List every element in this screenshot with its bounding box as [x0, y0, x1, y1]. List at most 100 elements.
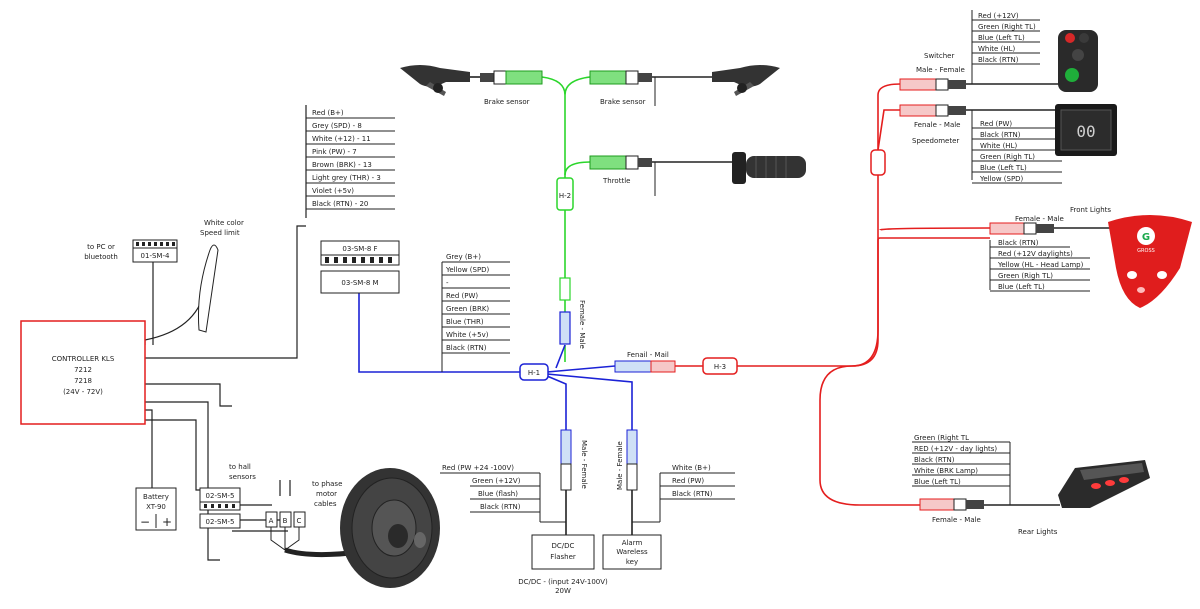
h1-wire-labels: Grey (B+) Yellow (SPD) - Red (PW) Green … [445, 253, 490, 352]
brake-left-label: Brake sensor [484, 98, 530, 106]
front-wire-2: Yellow (HL - Head Lamp) [997, 261, 1084, 269]
throttle-label: Throttle [602, 177, 630, 185]
brake-right-plug: Brake sensor [589, 70, 712, 106]
rear-female-male-label: Female - Male [932, 516, 981, 524]
dcdc-wire-list [440, 472, 566, 523]
h1-wire-7: Black (RTN) [446, 344, 487, 352]
dcdc-box-line-1: Flasher [550, 553, 576, 561]
h3-fenail-mail-label: Fenail - Mail [627, 351, 669, 359]
dcdc-plug: Male - Female [560, 429, 588, 535]
speedometer-wire-labels: Red (PW) Black (RTN) White (HL) Green (R… [979, 120, 1035, 183]
rear-lights-icon [1058, 460, 1150, 508]
alarm-male-female-label: Male - Female [616, 441, 624, 490]
h1-wire-0: Grey (B+) [446, 253, 481, 261]
battery-label-1: XT-90 [146, 503, 166, 511]
front-logo: GROSS [1137, 248, 1155, 254]
speedometer-display-icon: 00 [1055, 104, 1117, 156]
battery-minus: − [140, 515, 150, 529]
switcher-wire-3: White (HL) [978, 45, 1015, 53]
speedometer-label: Speedometer [912, 137, 959, 145]
ctrl-wire-7: Black (RTN) - 20 [312, 200, 368, 208]
dcdc-wire-3: Black (RTN) [480, 503, 521, 511]
alarm-wire-2: Black (RTN) [672, 490, 713, 498]
speedo-wire-1: Black (RTN) [980, 131, 1021, 139]
switcher-icon [1058, 30, 1098, 92]
controller-model-0: 7212 [74, 366, 92, 374]
controller-model-1: 7218 [74, 377, 92, 385]
speedo-wire-3: Green (Righ TL) [980, 153, 1035, 161]
hall-label-1: sensors [229, 473, 256, 481]
dcdc-caption-1: 20W [555, 587, 571, 595]
h1-wire-3: Red (PW) [446, 292, 478, 300]
pc-label-0: to PC or [87, 243, 115, 251]
switcher-male-female-label: Male - Female [916, 66, 965, 74]
ctrl-wire-1: Grey (SPD) - 8 [312, 122, 362, 130]
dcdc-wire-1: Green (+12V) [472, 477, 521, 485]
front-wire-list [990, 246, 1090, 292]
controller-wire-list [306, 117, 395, 210]
dcdc-wire-0: Red (PW +24 -100V) [442, 464, 514, 472]
speedo-wire-5: Yellow (SPD) [979, 175, 1024, 183]
speed-limit-label-1: Speed limit [200, 229, 240, 237]
h1-connector: H-1 [519, 363, 549, 381]
hall-label-0: to hall [229, 463, 251, 471]
brake-lever-right-icon [712, 65, 780, 96]
switcher-wire-4: Black (RTN) [978, 56, 1019, 64]
dcdc-wire-labels: Red (PW +24 -100V) Green (+12V) Blue (fl… [442, 464, 521, 511]
front-wire-labels: Black (RTN) Red (+12V daylights) Yellow … [997, 239, 1084, 291]
sm5b-label: 02-SM-5 [206, 518, 235, 526]
speedo-wire-2: White (HL) [980, 142, 1017, 150]
h1-label: H-1 [528, 369, 540, 377]
green-harness [541, 76, 591, 362]
phase-connector: A B C to phase motor cables [265, 480, 342, 551]
alarm-wire-list [632, 472, 735, 523]
alarm-plug: Male - Female [616, 429, 638, 535]
h1-wire-5: Blue (THR) [446, 318, 484, 326]
hub-motor-icon [340, 468, 440, 588]
blue-harness [358, 293, 633, 430]
pc-label-1: bluetooth [84, 253, 118, 261]
h2-label: H-2 [559, 192, 571, 200]
alarm-wire-1: Red (PW) [672, 477, 704, 485]
front-lights-label: Front Lights [1070, 206, 1111, 214]
phase-label-2: cables [314, 500, 337, 508]
dcdc-caption-0: DC/DC - (input 24V-100V) [518, 578, 608, 586]
switcher-wire-labels: Red (+12V) Green (Right TL) Blue (Left T… [978, 12, 1036, 64]
h3-connector: H-3 [650, 357, 738, 375]
h1-wire-1: Yellow (SPD) [445, 266, 490, 274]
switcher-wire-list [972, 19, 1040, 65]
front-wire-0: Black (RTN) [998, 239, 1039, 247]
throttle-plug: Throttle [589, 155, 735, 196]
phase-c: C [297, 517, 302, 525]
speedo-wire-4: Blue (Left TL) [980, 164, 1027, 172]
dcdc-flasher-box: DC/DC Flasher DC/DC - (input 24V-100V) 2… [518, 534, 608, 595]
ctrl-wire-5: Light grey (THR) - 3 [312, 174, 381, 182]
phase-label-0: to phase [312, 480, 342, 488]
h2-female-male-label: Female - Male [578, 300, 586, 349]
speed-limit-wire-icon [197, 244, 219, 333]
speedometer-plug: Fenale - Male Speedometer [899, 104, 1055, 180]
speedometer-female-male-label: Fenale - Male [914, 121, 960, 129]
controller-box: CONTROLLER KLS 7212 7218 (24V - 72V) [20, 320, 146, 425]
front-lights-icon: G GROSS [1108, 215, 1192, 308]
alarm-wire-0: White (B+) [672, 464, 711, 472]
rear-wire-3: White (BRK Lamp) [914, 467, 978, 475]
switcher-wire-0: Red (+12V) [978, 12, 1019, 20]
phase-label-1: motor [316, 490, 337, 498]
h2-connector: H-2 [556, 177, 574, 211]
sm5-connectors: 02-SM-5 02-SM-5 to hall sensors [199, 463, 256, 529]
front-lights-wire [879, 227, 991, 231]
dcdc-wire-2: Blue (flash) [478, 490, 518, 498]
battery-box: Battery XT-90 − + [135, 487, 177, 531]
rear-wire-0: Green (Right TL [914, 434, 969, 442]
sm8f-label: 03-SM-8 F [342, 245, 377, 253]
switcher-plug: Male - Female Switcher [899, 10, 1060, 91]
rear-wire-1: RED (+12V - day lights) [914, 445, 997, 453]
h1-wire-2: - [446, 279, 449, 287]
front-wire-4: Blue (Left TL) [998, 283, 1045, 291]
rear-wire-labels: Green (Right TL RED (+12V - day lights) … [914, 434, 997, 486]
h1-wire-6: White (+5v) [446, 331, 489, 339]
sm4-connector: 01-SM-4 to PC or bluetooth [84, 239, 178, 263]
alarm-box-line-1: Wareless [616, 548, 648, 556]
